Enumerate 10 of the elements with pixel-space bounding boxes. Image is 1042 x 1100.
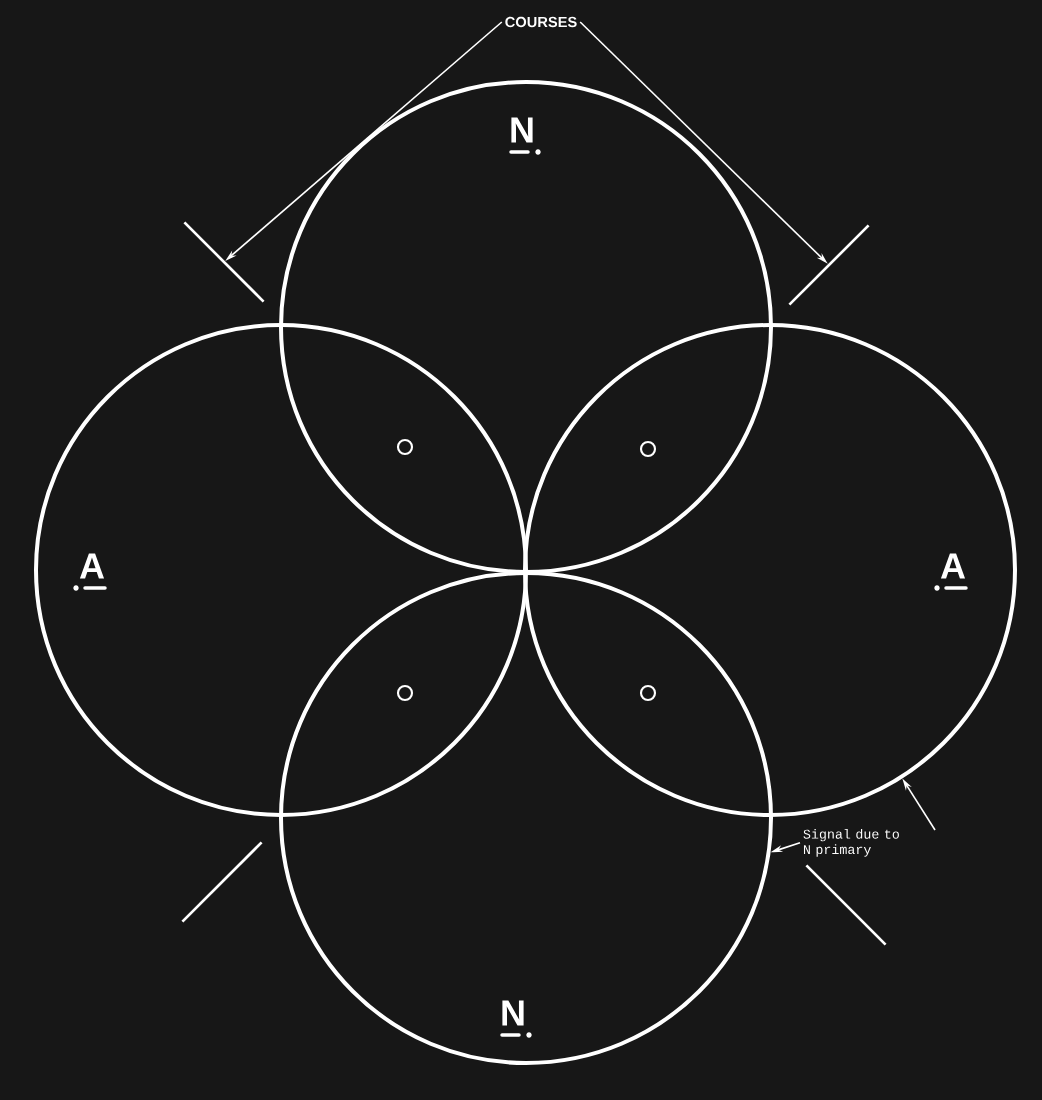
label: COURSES <box>505 16 577 28</box>
course-line <box>181 841 263 923</box>
morse-letter: N <box>509 117 541 155</box>
course-line <box>788 224 870 306</box>
morse-letter: N <box>500 1000 532 1038</box>
label: Signal due to N primary <box>803 828 899 857</box>
course-line <box>805 864 887 946</box>
morse-letter: A <box>934 553 968 591</box>
morse-letter: A <box>73 553 107 591</box>
course-line <box>183 221 265 303</box>
